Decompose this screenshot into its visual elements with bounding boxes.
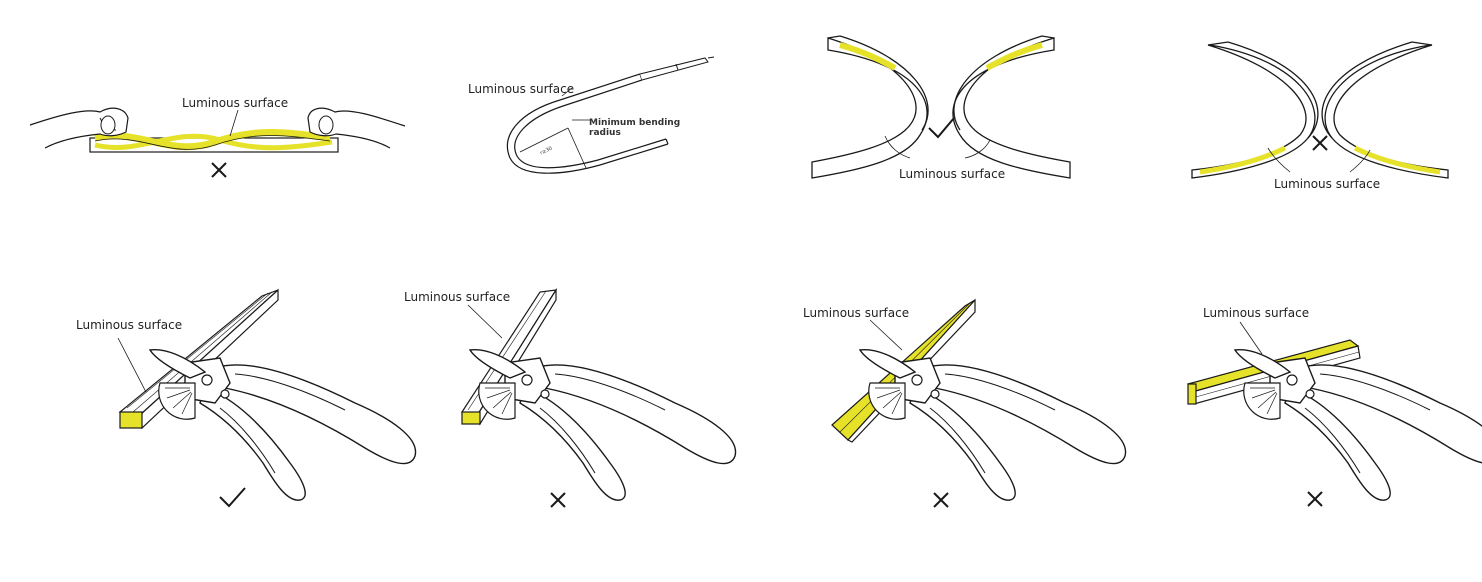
side-bend-correct-figure	[811, 35, 1071, 179]
twist-figure	[29, 107, 406, 153]
cut-correct-figure	[117, 288, 417, 501]
cut-wrong-2-luminous-surface-label: Luminous surface	[803, 306, 910, 320]
cut-correct-luminous-surface-label: Luminous surface	[76, 318, 183, 332]
cut-wrong-3-cross-mark	[1307, 491, 1323, 507]
cut-wrong-3-figure	[1187, 321, 1482, 501]
side-bend-correct-luminous-surface-label: Luminous surface	[899, 167, 1006, 181]
twist-cross-mark	[211, 162, 227, 178]
cut-wrong-3-luminous-surface-label: Luminous surface	[1203, 306, 1310, 320]
minimum-bending-radius-label: Minimum bending radius	[589, 118, 681, 138]
cut-wrong-1-figure	[460, 287, 737, 501]
side-bend-wrong-luminous-surface-label: Luminous surface	[1274, 177, 1381, 191]
side-bend-check-mark	[928, 117, 955, 139]
cut-wrong-1-luminous-surface-label: Luminous surface	[404, 290, 511, 304]
cut-wrong-1-cross-mark	[550, 492, 566, 508]
bend-radius-figure	[506, 56, 715, 174]
side-bend-cross-mark	[1312, 135, 1328, 151]
cut-wrong-2-figure	[831, 298, 1127, 501]
twist-luminous-surface-label: Luminous surface	[182, 96, 289, 110]
cut-wrong-2-cross-mark	[933, 492, 949, 508]
side-bend-wrong-figure	[1191, 41, 1449, 179]
bend-luminous-surface-label: Luminous surface	[468, 82, 575, 96]
cut-correct-check-mark	[219, 487, 246, 508]
